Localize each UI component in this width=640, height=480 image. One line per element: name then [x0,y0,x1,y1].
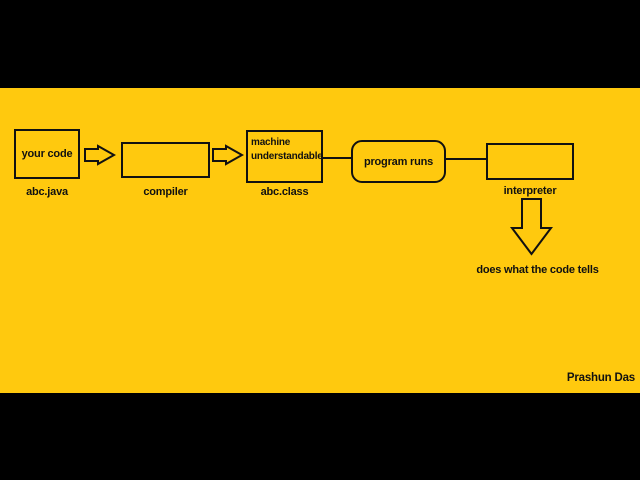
right-arrow-icon [84,144,116,166]
letterbox-bottom-bar [0,393,640,480]
down-arrow-shape [510,198,553,256]
letterbox-top-bar [0,0,640,88]
connector-line [321,157,352,159]
down-arrow-icon [510,198,553,256]
right-arrow-shape [84,144,116,166]
outcome-text: does what the code tells [476,264,599,276]
source-code-caption: abc.java [26,186,68,198]
source-code-box: your code [14,129,80,179]
bytecode-box: machine understandable [246,130,323,183]
interpreter-caption: interpreter [503,185,557,197]
bytecode-box-text: machine understandable [251,136,323,164]
interpreter-box [486,143,574,180]
compiler-box [121,142,210,178]
bytecode-caption: abc.class [260,186,309,198]
program-runs-box: program runs [351,140,446,183]
creator-credit: Prashun Das [566,372,635,384]
source-code-box-text: your code [21,148,73,160]
bytecode-box-line1: machine [251,137,291,148]
program-runs-box-text: program runs [363,155,434,168]
bytecode-box-line2: understandable [251,151,323,162]
right-arrow-icon [212,144,244,166]
right-arrow-shape [212,144,244,166]
compiler-caption: compiler [143,186,188,198]
connector-line [445,158,487,160]
